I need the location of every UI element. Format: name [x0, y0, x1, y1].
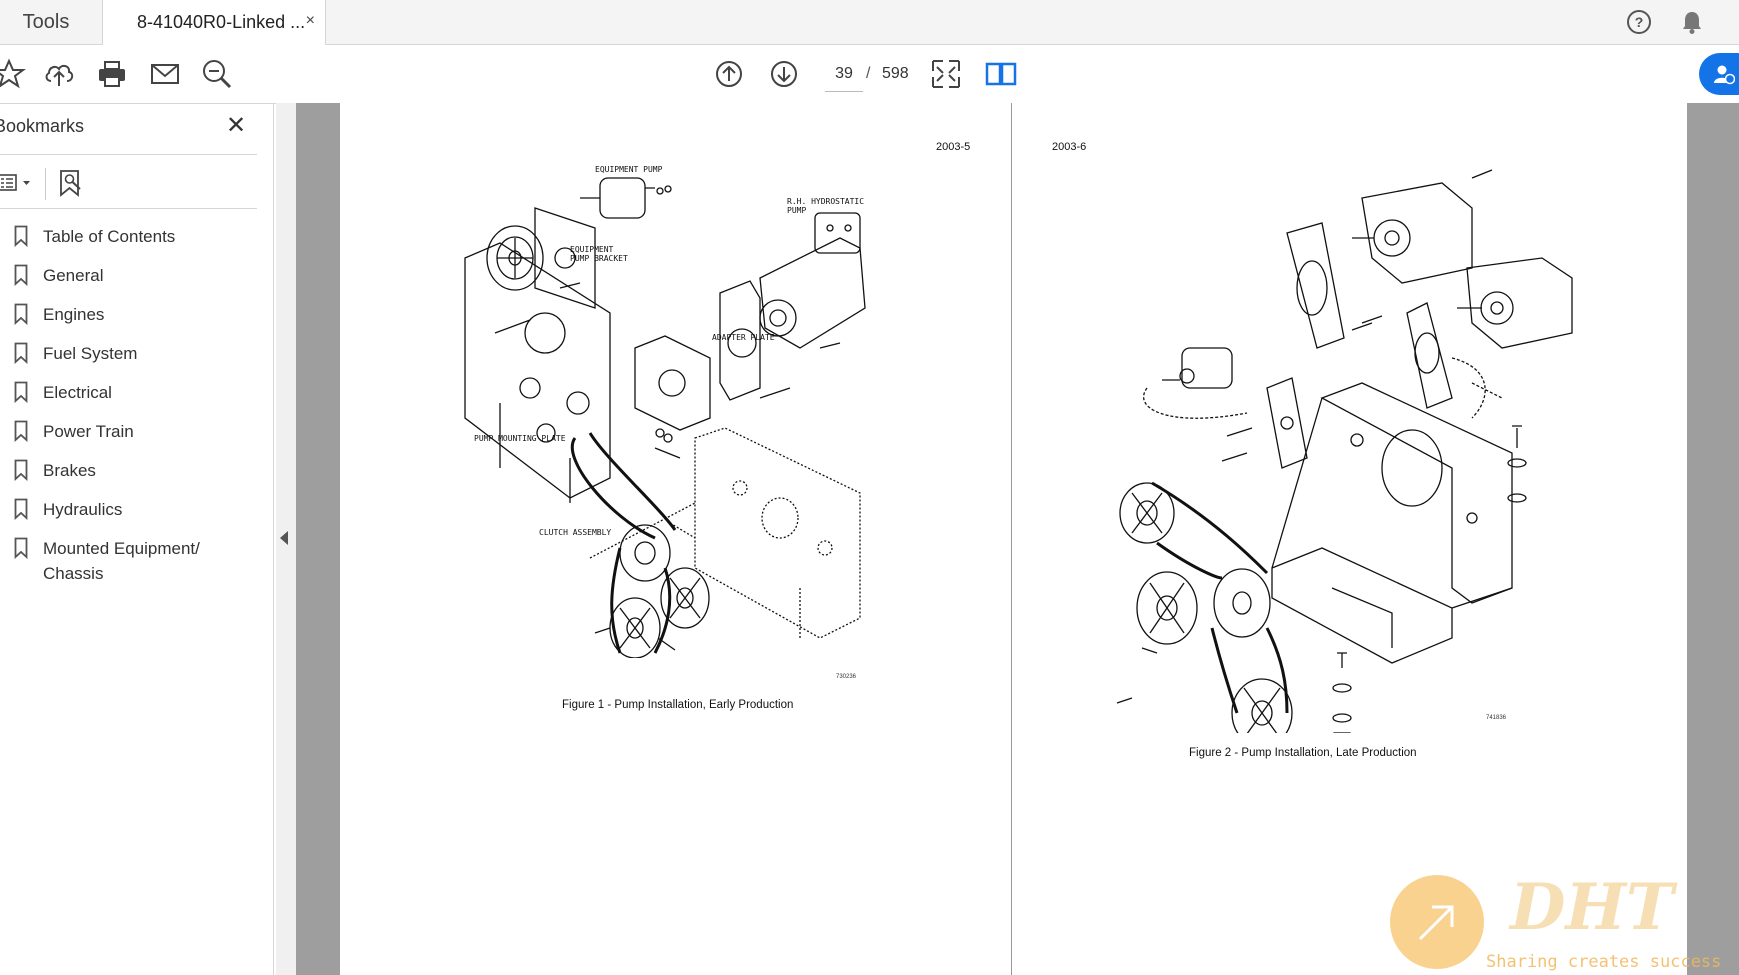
- bookmark-icon: [14, 381, 28, 403]
- label-equipment-pump: EQUIPMENT PUMP: [595, 165, 663, 174]
- upload-cloud-icon[interactable]: [42, 57, 76, 91]
- bookmark-item[interactable]: Hydraulics: [0, 489, 257, 528]
- bookmark-label: Hydraulics: [43, 500, 123, 519]
- bookmark-icon: [14, 498, 28, 520]
- document-viewer[interactable]: 2003-5: [296, 103, 1739, 975]
- label-clutch-assembly: CLUTCH ASSEMBLY: [539, 528, 612, 537]
- bookmark-item[interactable]: Power Train: [0, 411, 257, 450]
- page-number-input[interactable]: 39: [825, 57, 863, 92]
- label-rh-hydrostatic-pump-2: PUMP: [787, 206, 807, 215]
- bookmark-label: Fuel System: [43, 344, 138, 363]
- figure-code: 741836: [1486, 715, 1507, 721]
- label-equipment-pump-bracket: EQUIPMENT: [570, 245, 614, 254]
- share-button[interactable]: [1699, 53, 1739, 95]
- page-separator: /: [866, 65, 871, 82]
- bookmark-icon: [14, 459, 28, 481]
- figure-caption: Figure 2 - Pump Installation, Late Produ…: [1189, 747, 1417, 759]
- toolbar: 39 / 598: [0, 45, 1739, 104]
- bookmark-label: Power Train: [43, 422, 134, 441]
- bookmark-icon: [14, 225, 28, 247]
- bookmark-options-icon[interactable]: [0, 171, 34, 195]
- zoom-out-icon[interactable]: [200, 57, 234, 91]
- bookmark-label: General: [43, 266, 104, 285]
- bookmark-icon: [14, 303, 28, 325]
- pump-installation-late-drawing: [1116, 169, 1573, 733]
- collapse-arrow-icon: [280, 531, 288, 545]
- notification-bell-icon[interactable]: [1679, 9, 1705, 35]
- total-pages: 598: [882, 65, 909, 82]
- fit-page-icon[interactable]: [929, 57, 963, 91]
- figure-caption: Figure 1 - Pump Installation, Early Prod…: [562, 699, 794, 711]
- bookmark-label: Table of Contents: [43, 227, 176, 246]
- previous-page-icon[interactable]: [712, 57, 746, 91]
- bookmark-item[interactable]: Electrical: [0, 372, 257, 411]
- tab-bar: Tools 8-41040R0-Linked ... × ?: [0, 0, 1739, 45]
- svg-text:?: ?: [1635, 14, 1644, 30]
- tab-document-label: 8-41040R0-Linked ...: [137, 12, 306, 32]
- label-adapter-plate: ADAPTER PLATE: [712, 333, 775, 342]
- bookmark-label: Engines: [43, 305, 105, 324]
- two-page-view-icon[interactable]: [984, 57, 1018, 91]
- bookmarks-title: Bookmarks: [0, 116, 85, 136]
- bookmark-label: Electrical: [43, 383, 112, 402]
- bookmark-item[interactable]: Fuel System: [0, 333, 257, 372]
- help-icon[interactable]: ?: [1626, 9, 1652, 35]
- bookmark-item[interactable]: Table of Contents: [0, 216, 257, 255]
- label-pump-mounting-plate: PUMP MOUNTING PLATE: [474, 434, 566, 443]
- divider: [45, 168, 46, 200]
- label-equipment-pump-bracket-2: PUMP BRACKET: [570, 254, 628, 263]
- next-page-icon[interactable]: [767, 57, 801, 91]
- star-icon[interactable]: [0, 57, 26, 91]
- divider: [0, 208, 257, 209]
- tab-tools[interactable]: Tools: [22, 10, 70, 33]
- add-bookmark-icon[interactable]: [58, 168, 84, 198]
- divider: [0, 154, 257, 155]
- bookmark-item[interactable]: Brakes: [0, 450, 257, 489]
- collapse-panel-handle[interactable]: [276, 103, 296, 975]
- bookmarks-toolbar: [0, 164, 257, 204]
- bookmark-icon: [14, 537, 28, 559]
- label-rh-hydrostatic-pump: R.H. HYDROSTATIC: [787, 197, 865, 206]
- close-panel-icon[interactable]: ✕: [226, 112, 247, 139]
- document-page-left: 2003-5: [340, 103, 1012, 975]
- document-page-right: 2003-6: [1012, 103, 1687, 975]
- page-number-label: 2003-6: [1052, 141, 1087, 153]
- add-user-icon: [1714, 65, 1735, 85]
- bookmark-icon: [14, 342, 28, 364]
- print-icon[interactable]: [95, 57, 129, 91]
- bookmark-icon: [14, 420, 28, 442]
- bookmark-item[interactable]: General: [0, 255, 257, 294]
- tab-close-icon[interactable]: ×: [305, 12, 315, 29]
- bookmark-item[interactable]: Engines: [0, 294, 257, 333]
- figure-code: 730236: [836, 674, 857, 680]
- bookmark-label: Brakes: [43, 461, 96, 480]
- page-number-label: 2003-5: [936, 141, 971, 153]
- bookmark-icon: [14, 264, 28, 286]
- email-icon[interactable]: [148, 57, 182, 91]
- tab-document[interactable]: 8-41040R0-Linked ... ×: [102, 0, 326, 45]
- bookmark-label: Mounted Equipment/ Chassis: [43, 539, 200, 583]
- bookmark-item[interactable]: Mounted Equipment/ Chassis: [0, 528, 257, 586]
- pump-installation-early-drawing: [464, 177, 866, 658]
